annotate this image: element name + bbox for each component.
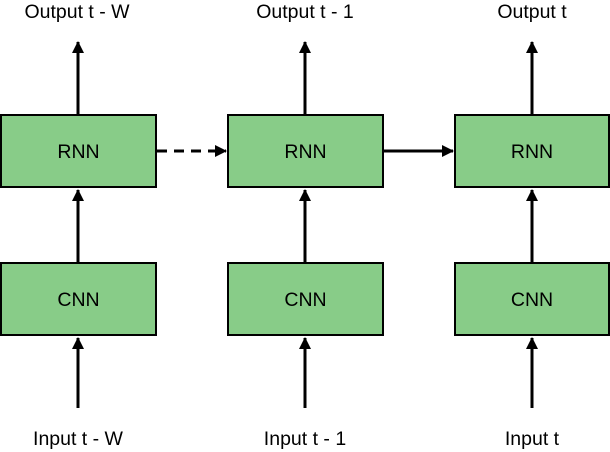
rnn-label-2: RNN: [284, 141, 326, 163]
cnn-label-2: CNN: [284, 289, 326, 311]
cnn-box-1: [0, 262, 157, 336]
output-label-2: Output t - 1: [256, 1, 354, 23]
cnn-box-3: [454, 262, 610, 336]
cnn-box-2: [227, 262, 384, 336]
column-2: CNN RNN: [227, 41, 384, 408]
input-label-3: Input t: [504, 428, 560, 450]
rnn-box-1: [0, 114, 157, 188]
output-label-3: Output t: [497, 1, 567, 23]
rnn-label-3: RNN: [511, 141, 553, 163]
rnn-box-2: [227, 114, 384, 188]
input-label-2: Input t - 1: [263, 428, 347, 450]
rnn-label-1: RNN: [57, 141, 99, 163]
column-3: CNN RNN: [454, 41, 610, 408]
cnn-label-3: CNN: [511, 289, 553, 311]
input-label-1: Input t - W: [33, 428, 123, 450]
rnn-box-3: [454, 114, 610, 188]
column-1: CNN RNN: [0, 41, 157, 408]
cnn-label-1: CNN: [57, 289, 99, 311]
output-label-1: Output t - W: [24, 1, 130, 23]
